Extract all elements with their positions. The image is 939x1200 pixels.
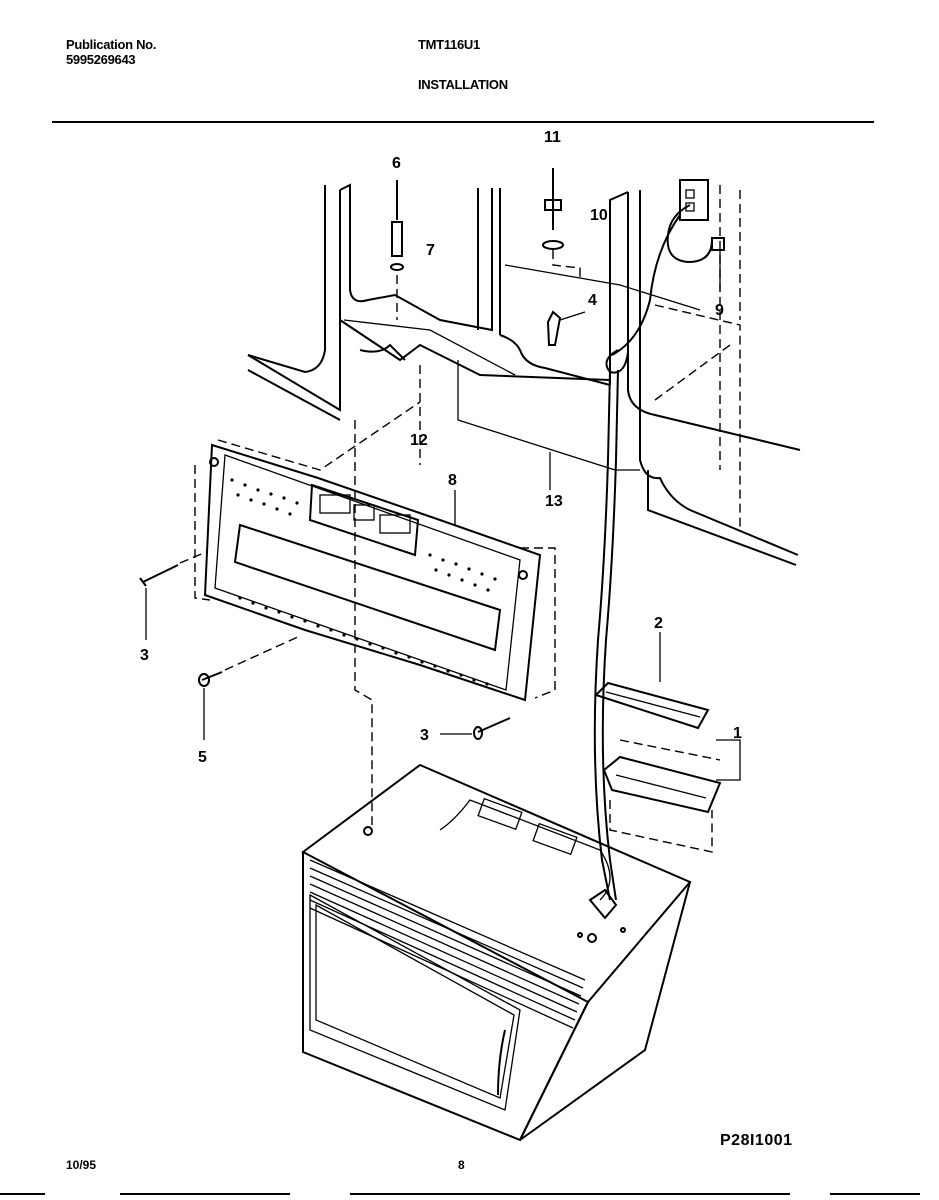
part-6-screw — [390, 180, 404, 320]
callout-labels: 1 2 3 3 4 5 6 7 8 9 10 11 12 13 — [140, 129, 742, 766]
bottom-rule-main — [350, 1193, 790, 1195]
drawing-code: P28I1001 — [720, 1132, 793, 1149]
part-4-clip — [546, 310, 586, 346]
callout-3: 3 — [140, 647, 149, 664]
microwave-oven — [301, 420, 692, 1142]
callout-11: 11 — [544, 129, 561, 146]
power-cord — [593, 204, 725, 901]
model-number: TMT116U1 — [418, 37, 480, 52]
section-title: INSTALLATION — [418, 77, 508, 92]
wall-cabinets — [247, 179, 801, 566]
part-11-bolt — [542, 168, 581, 280]
callout-5: 5 — [198, 749, 207, 766]
publication-label: Publication No. — [66, 37, 157, 52]
callout-13: 13 — [545, 493, 563, 510]
publication-number: 5995269643 — [66, 52, 136, 67]
bottom-rule-right — [830, 1193, 920, 1195]
bottom-rule-left — [0, 1193, 45, 1195]
callout-10: 10 — [590, 207, 608, 224]
callout-8: 8 — [448, 472, 457, 489]
callout-9: 9 — [715, 302, 724, 319]
callout-7: 7 — [426, 242, 435, 259]
callout-1: 1 — [733, 725, 742, 742]
footer-date: 10/95 — [66, 1158, 97, 1172]
footer-page-number: 8 — [458, 1158, 465, 1172]
callout-4: 4 — [588, 292, 597, 309]
bottom-rule-mid — [120, 1193, 290, 1195]
mounting-plate — [194, 401, 556, 702]
header-rule — [52, 121, 874, 123]
vent-parts — [594, 632, 741, 853]
callout-6: 6 — [392, 155, 401, 172]
callout-12: 12 — [410, 432, 428, 449]
callout-2: 2 — [654, 615, 663, 632]
callout-3b: 3 — [420, 727, 429, 744]
screws — [139, 551, 511, 740]
